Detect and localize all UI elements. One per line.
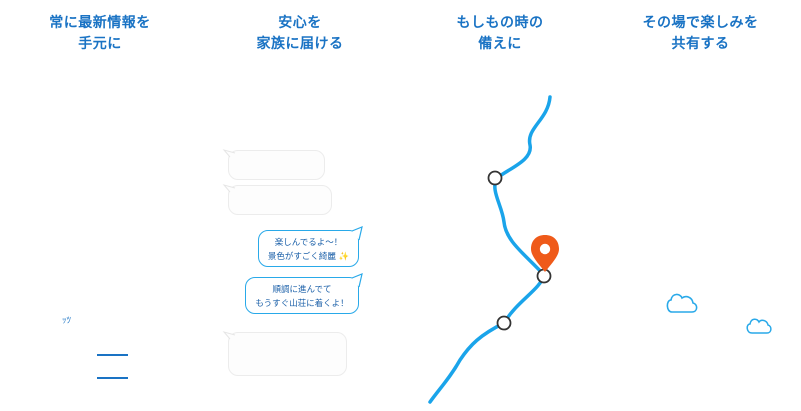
bubble-tail <box>222 149 236 158</box>
chat-bubble: 楽しんでるよ〜！ 景色がすごく綺麗 ✨ <box>258 230 359 267</box>
bubble-tail <box>222 184 236 193</box>
bubble-tails <box>222 149 363 340</box>
waypoint-marker <box>536 268 552 284</box>
route-line <box>428 95 552 404</box>
heading-line: その場で楽しみを <box>642 15 759 31</box>
chat-bubble-faded <box>228 332 347 376</box>
heading-line: 備えに <box>478 36 522 52</box>
heading-line: 安心を <box>278 15 322 31</box>
chat-text: 景色がすごく綺麗 ✨ <box>267 252 350 262</box>
chat-text: 順調に進んでて <box>272 285 332 295</box>
bubble-tail <box>351 226 363 241</box>
location-pin-icon <box>531 235 559 272</box>
heading-line: 手元に <box>78 36 122 52</box>
bubble-tail <box>351 273 363 288</box>
sky-illustration <box>666 293 772 334</box>
panel-heading: 常に最新情報を 手元に <box>0 13 200 55</box>
panel-heading: 安心を 家族に届ける <box>200 13 400 55</box>
panel-family-safety: 安心を 家族に届ける 楽しんでるよ〜！ 景色がすごく綺麗 ✨ 順調に進んでて も… <box>200 0 400 411</box>
panel-heading: もしもの時の 備えに <box>400 13 600 55</box>
cloud-icon <box>746 318 772 334</box>
chat-bubble: 順調に進んでて もうすぐ山荘に着くよ！ <box>245 277 359 314</box>
panel-share-fun: その場で楽しみを 共有する <box>600 0 801 411</box>
heading-line: 常に最新情報を <box>49 15 151 31</box>
divider-line <box>97 377 128 379</box>
bubble-tail <box>222 331 236 340</box>
panel-latest-info: 常に最新情報を 手元に ｯﾂ <box>0 0 200 411</box>
small-glyph: ｯﾂ <box>62 316 72 326</box>
waypoint-marker <box>496 315 512 331</box>
cloud-icon <box>666 293 698 313</box>
waypoint-marker <box>487 170 503 186</box>
heading-line: 共有する <box>671 36 730 52</box>
divider-line <box>97 354 128 356</box>
chat-text: もうすぐ山荘に着くよ！ <box>255 299 349 309</box>
chat-text: 楽しんでるよ〜！ <box>274 238 343 248</box>
panel-emergency: もしもの時の 備えに <box>400 0 600 411</box>
chat-bubble-faded <box>228 185 332 215</box>
heading-line: もしもの時の <box>456 15 544 31</box>
panel-heading: その場で楽しみを 共有する <box>600 13 801 55</box>
heading-line: 家族に届ける <box>256 36 344 52</box>
chat-bubble-faded <box>228 150 325 180</box>
route-map <box>428 95 559 404</box>
